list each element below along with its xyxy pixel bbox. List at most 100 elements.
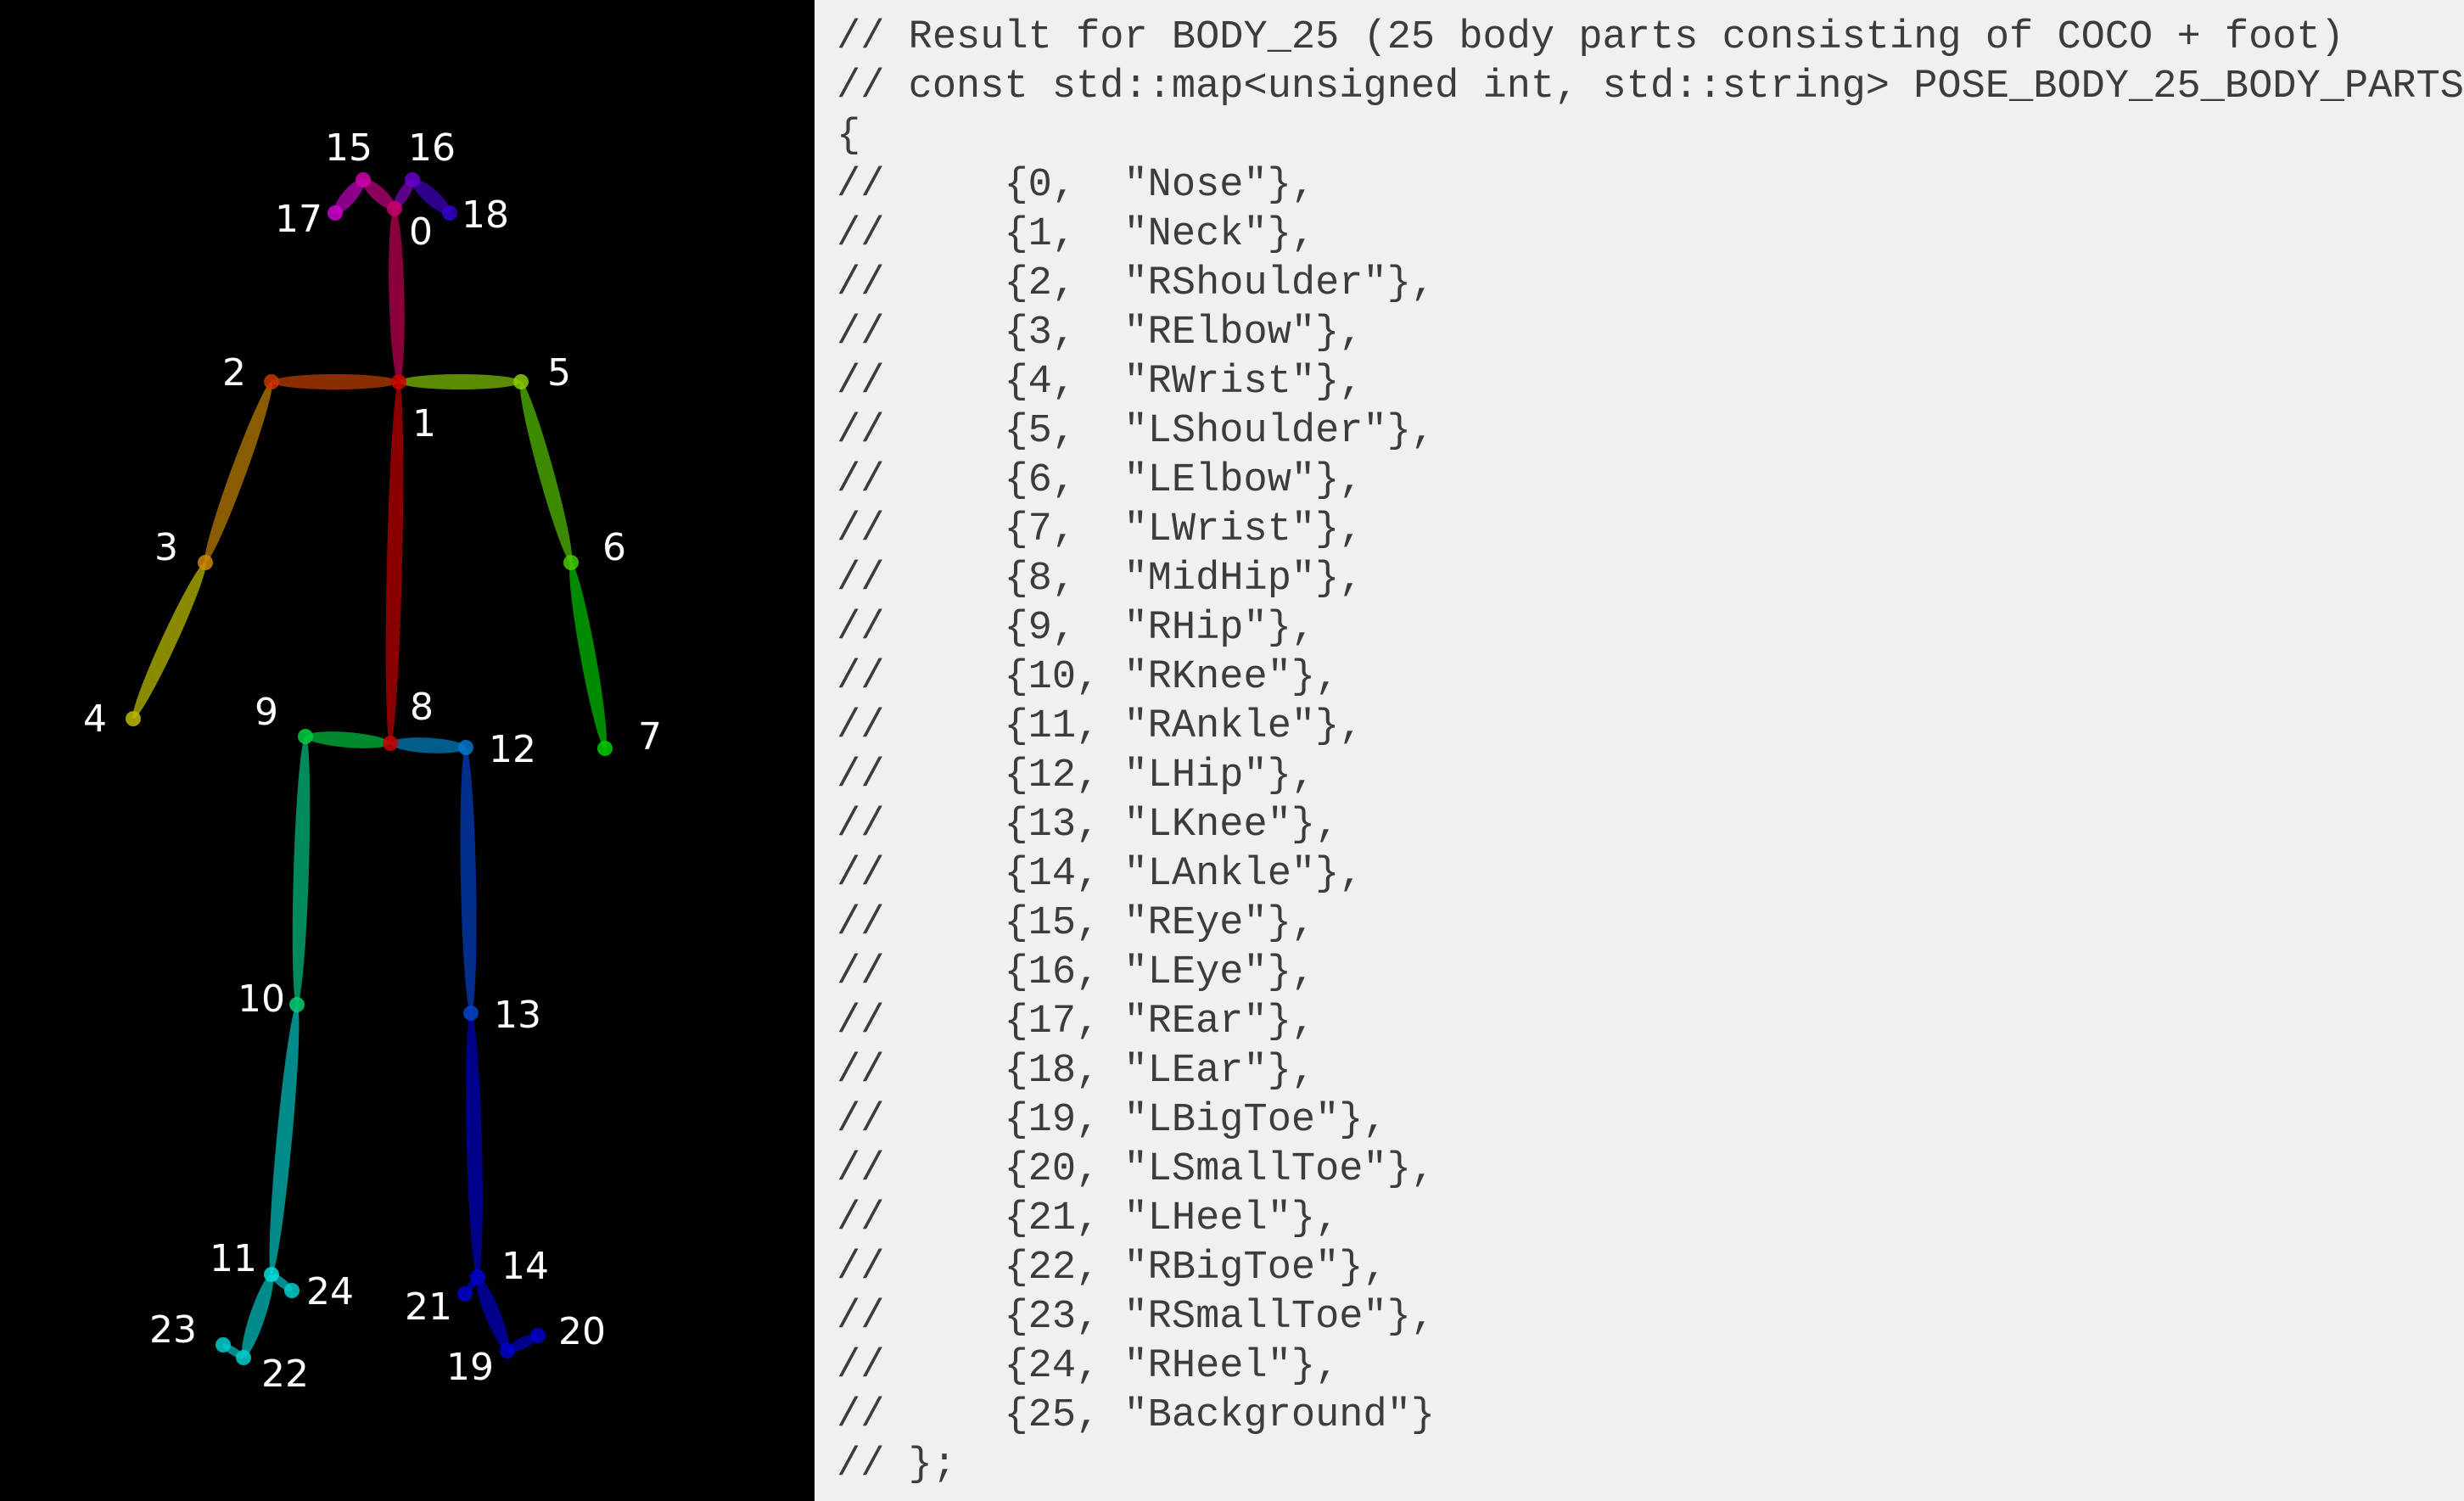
keypoint-label-0: 0 (409, 210, 433, 254)
code-line: // {2, "RShoulder"}, (837, 260, 1435, 309)
code-comment-prefix: // (837, 704, 885, 749)
keypoint-8 (383, 736, 398, 751)
code-text: {17, "REar"}, (884, 1000, 1316, 1045)
code-text: {22, "RBigToe"}, (884, 1246, 1387, 1291)
keypoint-label-4: 4 (83, 697, 107, 741)
code-text: {18, "LEar"}, (884, 1049, 1316, 1094)
code-line: // {12, "LHip"}, (837, 752, 1315, 801)
keypoint-label-12: 12 (489, 728, 536, 771)
limb-8-12 (389, 737, 467, 753)
limb-19-20 (507, 1334, 539, 1353)
code-text: {2, "RShoulder"}, (884, 261, 1436, 306)
keypoint-1 (391, 374, 406, 389)
keypoint-label-3: 3 (154, 526, 178, 569)
code-text: {19, "LBigToe"}, (884, 1098, 1387, 1143)
code-line: // {10, "RKnee"}, (837, 653, 1339, 703)
code-text: { (837, 114, 861, 159)
keypoint-6 (563, 555, 579, 570)
code-panel: // Result for BODY_25 (25 body parts con… (815, 0, 2464, 1501)
keypoint-18 (442, 205, 457, 221)
keypoint-22 (236, 1350, 251, 1365)
keypoint-13 (463, 1005, 479, 1021)
keypoint-label-17: 17 (275, 198, 322, 241)
limbs-layer (132, 178, 607, 1359)
keypoint-label-11: 11 (210, 1237, 257, 1280)
keypoint-17 (328, 205, 343, 221)
code-line: // {19, "LBigToe"}, (837, 1096, 1387, 1145)
code-text: {11, "RAnkle"}, (884, 704, 1364, 749)
code-line: // {23, "RSmallToe"}, (837, 1293, 1435, 1342)
code-line: { (837, 112, 860, 161)
keypoint-5 (513, 374, 529, 389)
code-text: {10, "RKnee"}, (884, 655, 1340, 700)
code-comment-prefix: // (837, 1049, 885, 1094)
limb-9-10 (292, 736, 311, 1005)
code-comment-prefix: // (837, 852, 885, 897)
limb-12-13 (460, 747, 477, 1014)
code-line: // {15, "REye"}, (837, 899, 1315, 949)
keypoint-label-9: 9 (255, 691, 278, 734)
code-line: // {20, "LSmallToe"}, (837, 1145, 1435, 1195)
code-text: {4, "RWrist"}, (884, 360, 1364, 405)
keypoint-label-16: 16 (408, 126, 456, 170)
keypoint-label-19: 19 (446, 1346, 494, 1389)
code-line: // {1, "Neck"}, (837, 210, 1315, 260)
keypoint-label-7: 7 (638, 715, 662, 759)
code-comment-prefix: // (837, 606, 885, 651)
keypoint-16 (405, 172, 420, 188)
code-line: // {24, "RHeel"}, (837, 1342, 1339, 1392)
code-comment-prefix: // (837, 261, 885, 306)
keypoint-label-13: 13 (494, 994, 541, 1037)
code-comment-prefix: // (837, 360, 885, 405)
limb-1-0 (389, 208, 405, 383)
code-comment-prefix: // (837, 212, 885, 257)
code-line: // {21, "LHeel"}, (837, 1195, 1339, 1244)
code-line: // {17, "REar"}, (837, 998, 1315, 1047)
code-comment-prefix: // (837, 458, 885, 503)
limb-3-4 (132, 562, 206, 720)
code-text: {8, "MidHip"}, (884, 557, 1364, 602)
code-line: // const std::map<unsigned int, std::str… (837, 63, 2464, 112)
keypoint-label-20: 20 (558, 1310, 606, 1353)
code-comment-prefix: // (837, 753, 885, 798)
limb-15-17 (333, 179, 365, 214)
keypoint-11 (264, 1267, 279, 1282)
code-line: // {7, "LWrist"}, (837, 506, 1364, 555)
code-text: {5, "LShoulder"}, (884, 409, 1436, 454)
keypoint-10 (289, 997, 305, 1012)
code-comment-prefix: // (837, 1295, 885, 1340)
code-comment-prefix: // (837, 803, 885, 848)
keypoint-23 (216, 1337, 231, 1353)
code-text: {15, "REye"}, (884, 901, 1316, 946)
limb-1-8 (385, 381, 404, 744)
code-text: {16, "LEye"}, (884, 950, 1316, 995)
code-text: {9, "RHip"}, (884, 606, 1316, 651)
keypoint-9 (298, 729, 313, 744)
code-comment-prefix: // (837, 1246, 885, 1291)
code-text: {13, "LKnee"}, (884, 803, 1340, 848)
limb-10-11 (269, 1004, 300, 1275)
limb-6-7 (569, 562, 607, 749)
code-comment-prefix: // (837, 15, 909, 60)
keypoint-label-5: 5 (547, 351, 571, 395)
code-text: {23, "RSmallToe"}, (884, 1295, 1436, 1340)
limb-8-9 (305, 731, 391, 748)
code-line: // {4, "RWrist"}, (837, 358, 1364, 407)
code-text: {12, "LHip"}, (884, 753, 1316, 798)
limb-1-5 (399, 374, 521, 389)
code-text: Result for BODY_25 (25 body parts consis… (908, 15, 2344, 60)
limb-0-16 (393, 179, 414, 210)
code-line: // {18, "LEar"}, (837, 1047, 1315, 1096)
code-comment-prefix: // (837, 1344, 885, 1389)
limb-11-22 (241, 1274, 274, 1358)
code-line: // {14, "LAnkle"}, (837, 850, 1364, 899)
code-text: {24, "RHeel"}, (884, 1344, 1340, 1389)
code-comment-prefix: // (837, 507, 885, 552)
code-line: // }; (837, 1441, 956, 1490)
code-comment-prefix: // (837, 64, 909, 109)
keypoint-14 (470, 1269, 485, 1285)
keypoint-24 (284, 1283, 300, 1298)
limb-13-14 (466, 1012, 483, 1278)
